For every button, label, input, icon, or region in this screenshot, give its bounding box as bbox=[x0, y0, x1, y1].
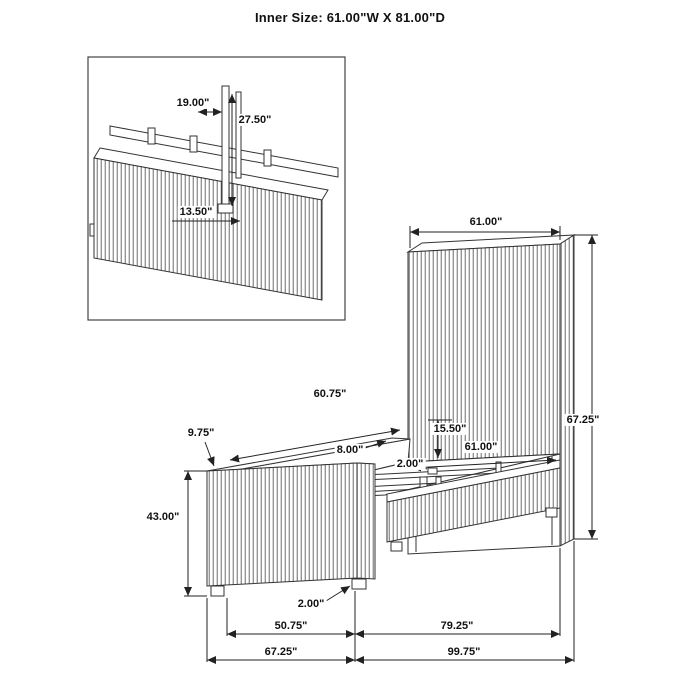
inset-detail bbox=[87, 56, 346, 321]
page-title: Inner Size: 61.00"W X 81.00"D bbox=[254, 10, 446, 25]
bracket-bar bbox=[221, 85, 230, 213]
dim-cleat-size: 2.00" bbox=[394, 457, 426, 471]
rail-cleat bbox=[427, 467, 438, 475]
right-rail-outer-face bbox=[386, 467, 561, 543]
clip-bracket bbox=[147, 127, 156, 145]
dim-footboard-outer-width: 67.25" bbox=[262, 645, 300, 659]
dim-leg-height: 2.00" bbox=[295, 597, 327, 611]
clip-bracket bbox=[263, 149, 272, 167]
dim-bracket-offset: 13.50" bbox=[177, 205, 215, 219]
dim-headboard-width: 61.00" bbox=[467, 215, 505, 229]
dim-headboard-height: 67.25" bbox=[564, 413, 602, 427]
dim-bracket-width: 19.00" bbox=[174, 96, 212, 110]
bracket-hook bbox=[217, 203, 234, 214]
dim-overall-length: 99.75" bbox=[445, 645, 483, 659]
dim-inner-width: 61.00" bbox=[462, 440, 500, 454]
dimension-lines bbox=[184, 226, 598, 664]
dim-footboard-inner-width: 50.75" bbox=[272, 619, 310, 633]
footboard-leg bbox=[351, 578, 367, 590]
headboard-side-face bbox=[559, 234, 575, 547]
bracket-bar bbox=[235, 91, 242, 179]
inset-headboard-front bbox=[93, 157, 323, 301]
dim-rail-top-length: 60.75" bbox=[311, 387, 349, 401]
footboard-end-face bbox=[356, 462, 376, 580]
footboard-leg bbox=[210, 585, 225, 597]
rail-leg bbox=[545, 507, 558, 518]
clip-bracket bbox=[189, 135, 198, 153]
dim-headboard-to-slat: 15.50" bbox=[431, 422, 469, 436]
dim-rail-top-width: 9.75" bbox=[185, 426, 217, 440]
footboard-front-face bbox=[206, 462, 358, 587]
dim-bracket-height: 27.50" bbox=[236, 113, 274, 127]
dim-footboard-height: 43.00" bbox=[144, 510, 182, 524]
dim-rail-inner-length: 79.25" bbox=[438, 619, 476, 633]
rail-leg bbox=[390, 541, 403, 552]
dim-rail-height: 8.00" bbox=[334, 443, 366, 457]
